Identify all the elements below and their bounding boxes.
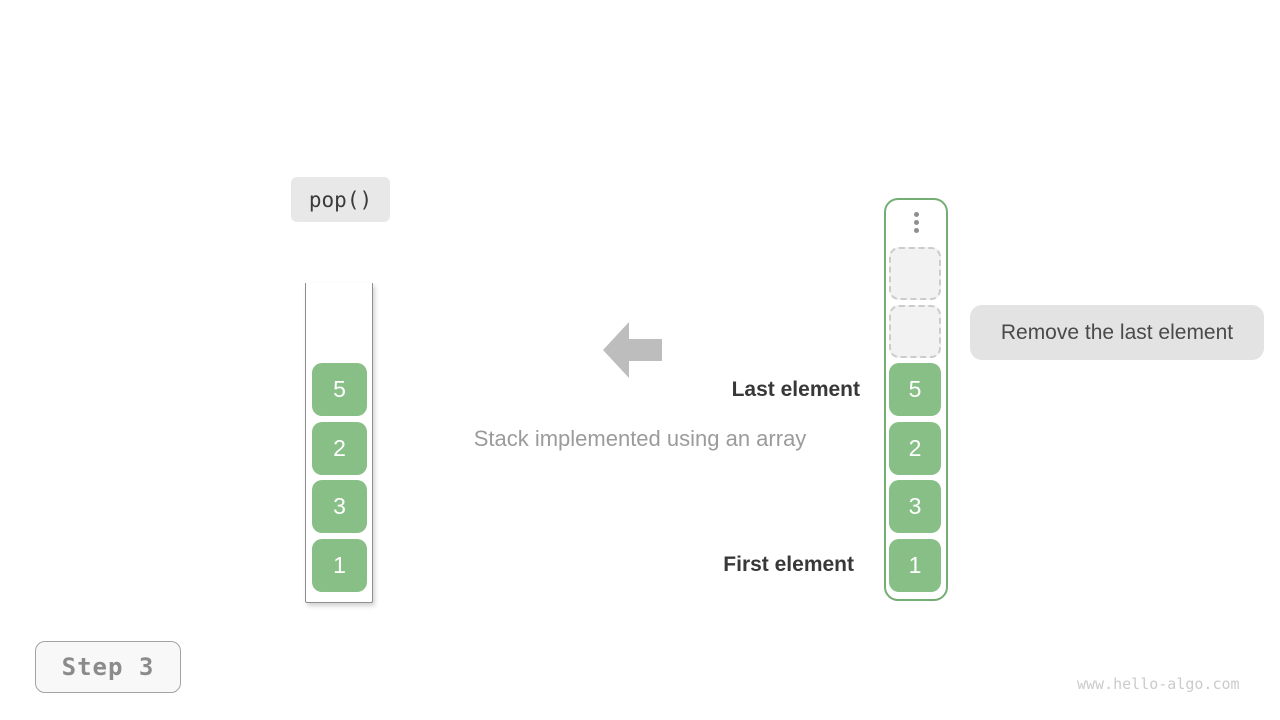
remove-tooltip: Remove the last element: [970, 305, 1264, 360]
last-element-label: Last element: [731, 378, 860, 401]
pop-operation-label: pop(): [291, 177, 390, 222]
diagram-caption: Stack implemented using an array: [473, 426, 807, 451]
array-container: 5 2 3 1: [884, 198, 948, 601]
array-element: 3: [889, 480, 941, 533]
array-element: 1: [889, 539, 941, 592]
array-empty-slot: [889, 305, 941, 358]
stack-element: 2: [312, 422, 367, 475]
remove-tooltip-text: Remove the last element: [1000, 320, 1234, 344]
step-badge: Step 3: [35, 641, 181, 693]
step-badge-text: Step 3: [61, 653, 155, 681]
array-element: 2: [889, 422, 941, 475]
stack-element: 3: [312, 480, 367, 533]
stack-element: 1: [312, 539, 367, 592]
stack-element: 5: [312, 363, 367, 416]
watermark: www.hello-algo.com: [1077, 675, 1240, 693]
left-arrow-icon: [603, 322, 662, 378]
stack-vessel: 5 2 3 1: [305, 283, 373, 603]
vertical-dots-icon: [886, 212, 946, 233]
array-element: 5: [889, 363, 941, 416]
array-empty-slot: [889, 247, 941, 300]
pop-operation-text: pop(): [308, 187, 373, 212]
first-element-label: First element: [723, 553, 854, 576]
